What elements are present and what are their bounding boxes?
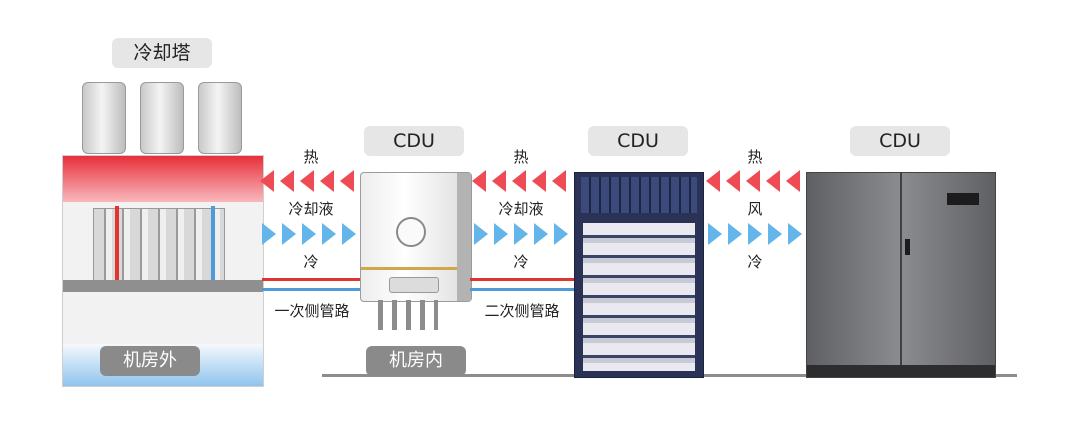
cooling-tower-label: 冷却塔 bbox=[112, 38, 212, 68]
flow3-hot-arrows bbox=[706, 170, 806, 192]
tower-fan-3 bbox=[198, 82, 242, 154]
hot-arrow bbox=[746, 170, 760, 192]
cold-arrow bbox=[708, 223, 722, 245]
flow2-medium-label: 冷却液 bbox=[498, 200, 544, 218]
hot-arrow bbox=[552, 170, 566, 192]
radiator-panel bbox=[93, 208, 225, 282]
cold-arrow bbox=[302, 223, 316, 245]
flow2-cold-label: 冷 bbox=[513, 253, 529, 271]
rack-blades bbox=[583, 223, 695, 371]
cdu1-pipe-stubs bbox=[378, 300, 438, 330]
cold-arrow bbox=[342, 223, 356, 245]
rack-top-panel bbox=[581, 177, 697, 213]
cold-arrow bbox=[262, 223, 276, 245]
floor-slab bbox=[63, 280, 263, 292]
hot-arrow bbox=[300, 170, 314, 192]
hot-arrow bbox=[340, 170, 354, 192]
cold-arrow bbox=[474, 223, 488, 245]
hot-arrow bbox=[320, 170, 334, 192]
cdu1-side-panel bbox=[457, 173, 471, 301]
cold-arrow bbox=[494, 223, 508, 245]
flow2-hot-label: 热 bbox=[513, 148, 529, 166]
flow3-cold-label: 冷 bbox=[747, 253, 763, 271]
flow3-cold-arrows bbox=[708, 223, 808, 245]
cold-arrow bbox=[322, 223, 336, 245]
cabinet-base bbox=[807, 365, 995, 377]
flow3-medium-label: 风 bbox=[747, 200, 763, 218]
flow2-hot-arrows bbox=[472, 170, 572, 192]
cdu2-server-rack bbox=[574, 172, 704, 378]
tower-fan-2 bbox=[140, 82, 184, 154]
flow1-medium-label: 冷却液 bbox=[288, 200, 334, 218]
secondary-loop-label: 二次侧管路 bbox=[484, 302, 560, 320]
primary-blue-pipe bbox=[262, 288, 360, 291]
cabinet-handle bbox=[905, 239, 910, 255]
cold-arrow bbox=[788, 223, 802, 245]
hot-arrow bbox=[512, 170, 526, 192]
riser-blue-pipe bbox=[211, 206, 215, 282]
cdu2-label: CDU bbox=[588, 126, 688, 156]
cabinet-display bbox=[947, 193, 979, 205]
flow3-hot-label: 热 bbox=[747, 148, 763, 166]
hot-arrow bbox=[766, 170, 780, 192]
inside-label: 机房内 bbox=[366, 346, 466, 376]
riser-red-pipe bbox=[115, 206, 119, 282]
cdu3-label: CDU bbox=[850, 126, 950, 156]
primary-loop-label: 一次侧管路 bbox=[274, 302, 350, 320]
hot-arrow bbox=[786, 170, 800, 192]
cold-arrow bbox=[282, 223, 296, 245]
hot-arrow bbox=[706, 170, 720, 192]
cdu1-wall-unit bbox=[360, 172, 472, 302]
hot-arrow bbox=[260, 170, 274, 192]
hot-arrow bbox=[472, 170, 486, 192]
cdu3-cabinet bbox=[806, 172, 996, 378]
flow1-hot-arrows bbox=[260, 170, 360, 192]
hot-arrow bbox=[532, 170, 546, 192]
flow1-cold-arrows bbox=[262, 223, 362, 245]
cold-arrow bbox=[748, 223, 762, 245]
hot-zone bbox=[63, 156, 263, 202]
cdu1-label: CDU bbox=[364, 126, 464, 156]
secondary-red-pipe bbox=[470, 278, 574, 281]
cdu1-gold-strip bbox=[361, 267, 471, 270]
cold-arrow bbox=[514, 223, 528, 245]
secondary-blue-pipe bbox=[470, 288, 574, 291]
cold-arrow bbox=[728, 223, 742, 245]
cdu1-control-panel bbox=[389, 277, 439, 293]
cold-arrow bbox=[554, 223, 568, 245]
cold-arrow bbox=[768, 223, 782, 245]
tower-fan-1 bbox=[82, 82, 126, 154]
primary-red-pipe bbox=[262, 278, 360, 281]
cold-arrow bbox=[534, 223, 548, 245]
cabinet-door-seam bbox=[900, 173, 902, 369]
flow1-hot-label: 热 bbox=[303, 148, 319, 166]
flow1-cold-label: 冷 bbox=[303, 253, 319, 271]
hot-arrow bbox=[726, 170, 740, 192]
cdu1-gauge bbox=[396, 217, 426, 247]
hot-arrow bbox=[280, 170, 294, 192]
flow2-cold-arrows bbox=[474, 223, 574, 245]
outside-label: 机房外 bbox=[100, 346, 200, 376]
hot-arrow bbox=[492, 170, 506, 192]
